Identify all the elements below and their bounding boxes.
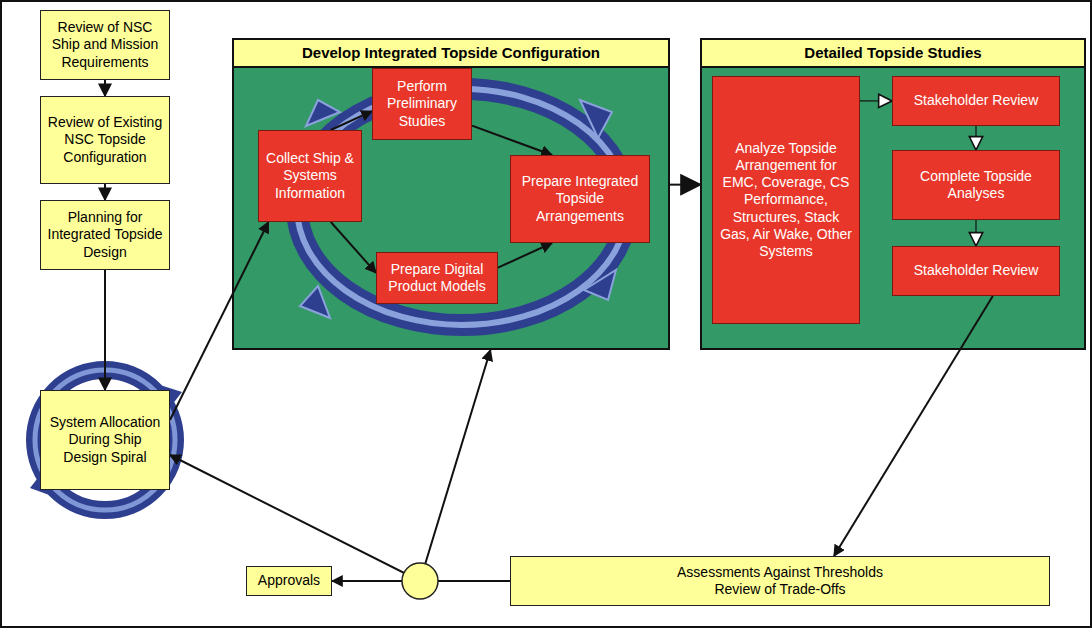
spiral-ring [35,370,175,510]
process-box: Analyze Topside Arrangement for EMC, Cov… [712,76,860,324]
process-box: Review of NSC Ship and Mission Requireme… [40,10,170,80]
box-label: Stakeholder Review [914,92,1039,109]
process-box: Complete Topside Analyses [892,150,1060,220]
box-label: System Allocation During Ship Design Spi… [47,414,163,465]
box-label: Analyze Topside Arrangement for EMC, Cov… [719,140,853,260]
connector [170,222,268,420]
process-box: Prepare Digital Product Models [376,252,498,304]
cycle-arrowhead [300,286,330,318]
group-panel: Detailed Topside StudiesAnalyze Topside … [700,38,1086,350]
process-box: Approvals [246,566,332,596]
box-label: Prepare Integrated Topside Arrangements [517,173,643,224]
box-label: Assessments Against Thresholds Review of… [666,564,894,598]
box-label: Planning for Integrated Topside Design [47,209,163,260]
connector [498,243,552,268]
process-box: Review of Existing NSC Topside Configura… [40,96,170,184]
connector [834,296,993,556]
process-box: Stakeholder Review [892,76,1060,126]
connector [331,111,372,130]
box-label: Prepare Digital Product Models [383,261,491,295]
process-box: Prepare Integrated Topside Arrangements [510,155,650,243]
junction-circle [402,563,438,599]
process-box: Assessments Against Thresholds Review of… [510,556,1050,606]
panel-heading: Detailed Topside Studies [702,40,1084,68]
connector [104,270,106,390]
cycle-arrowhead [584,270,616,300]
connector [331,222,376,273]
connector [860,100,892,101]
process-box: Planning for Integrated Topside Design [40,200,170,270]
cycle-arrowhead [306,100,340,126]
box-label: Review of NSC Ship and Mission Requireme… [47,19,163,70]
panel-ground [232,38,670,350]
panel-ground [700,38,1086,350]
cycle-arrowhead [580,100,612,138]
group-panel: Develop Integrated Topside Configuration… [232,38,670,350]
process-box: Collect Ship & Systems Information [258,130,362,222]
process-box: System Allocation During Ship Design Spi… [40,390,170,490]
process-box: Perform Preliminary Studies [372,68,472,140]
connector [472,126,552,155]
connector [170,455,510,581]
connector [104,80,106,96]
box-label: Perform Preliminary Studies [379,78,465,129]
panel-heading: Develop Integrated Topside Configuration [234,40,668,68]
box-label: Review of Existing NSC Topside Configura… [47,114,163,165]
connector [975,220,976,246]
connector [104,184,106,200]
connector [420,350,510,581]
box-label: Approvals [258,572,320,589]
connector [670,184,700,186]
process-box: Stakeholder Review [892,246,1060,296]
connector [975,126,976,150]
spiral-highlight [35,370,175,510]
box-label: Stakeholder Review [914,262,1039,279]
box-label: Complete Topside Analyses [899,168,1053,202]
box-label: Collect Ship & Systems Information [265,150,355,201]
